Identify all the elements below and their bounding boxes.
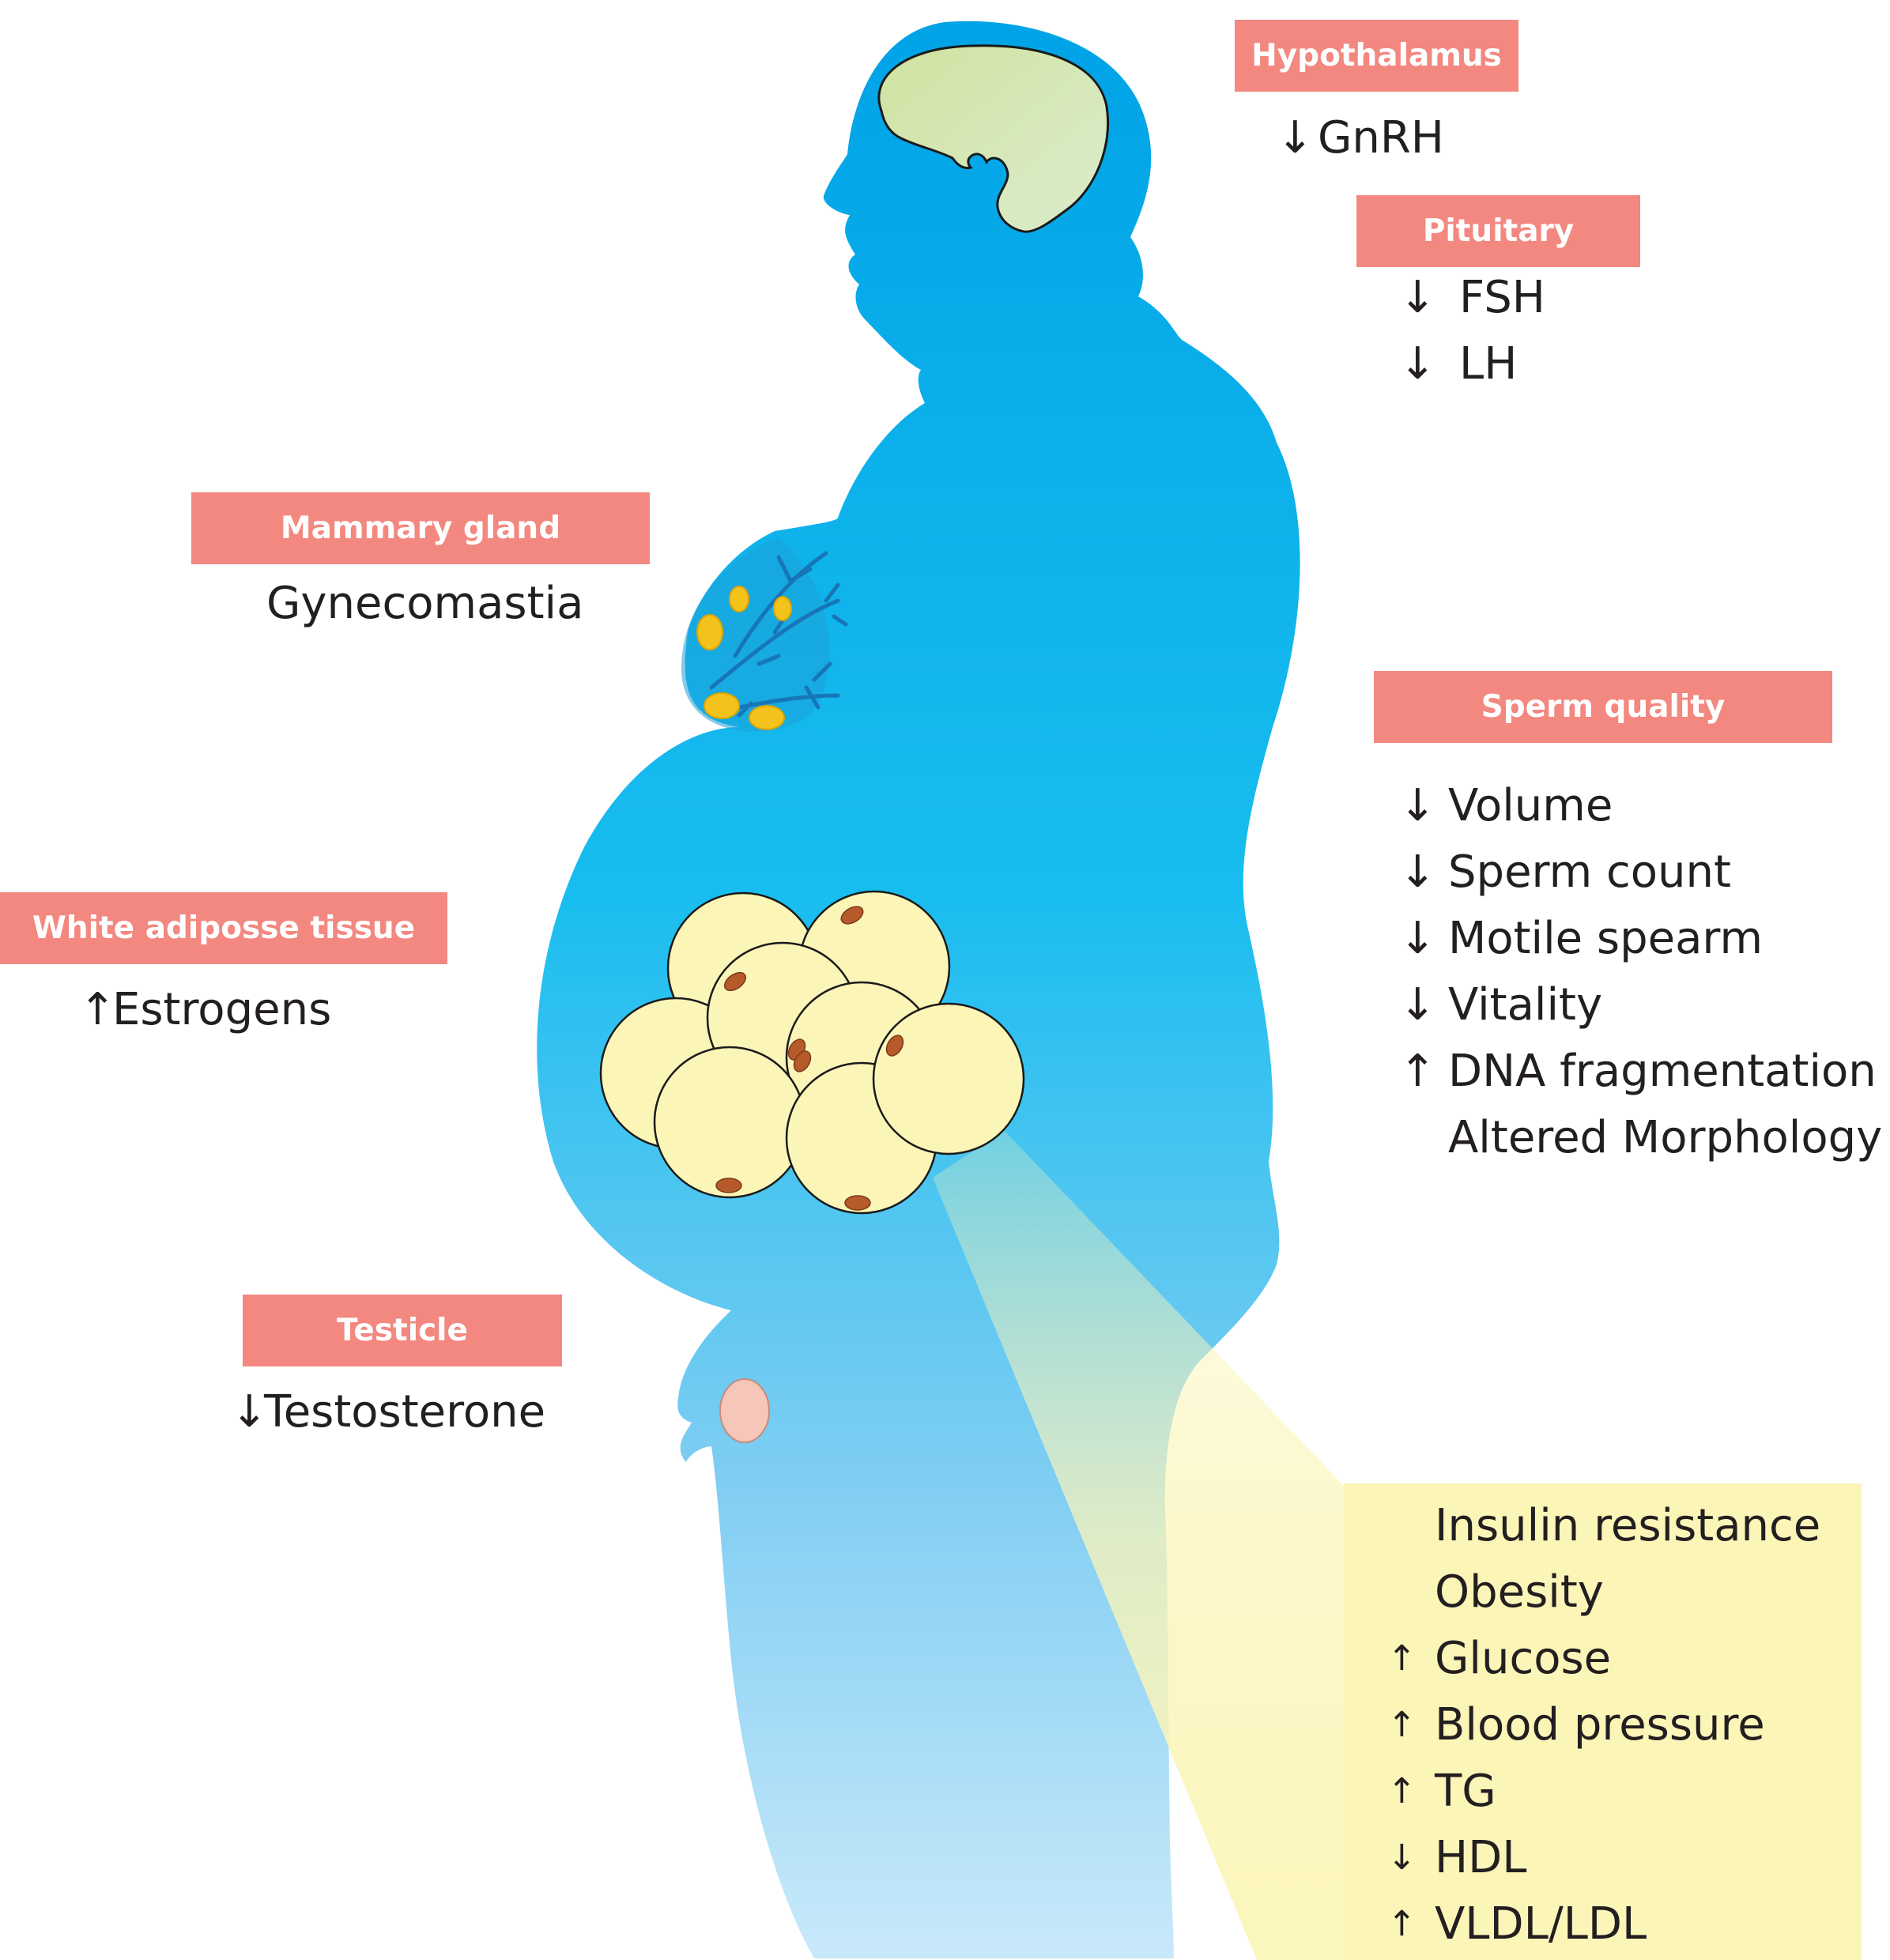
metabolic-item-glucose: ↑ Glucose — [1387, 1632, 1612, 1684]
label-hypothalamus: Hypothalamus — [1235, 20, 1518, 92]
up-arrow-icon: ↑ — [1387, 1770, 1417, 1811]
metabolic-item-hdl: ↓ HDL — [1387, 1831, 1527, 1883]
label-mammary-gland: Mammary gland — [191, 492, 650, 564]
metabolic-list: Insulin resistance Obesity ↑ Glucose ↑ B… — [1387, 1492, 1820, 1957]
sperm-item-vitality: ↓ Vitality — [1399, 978, 1603, 1031]
adipocyte-cluster-icon — [599, 890, 1025, 1215]
mammary-gland-icon — [681, 537, 848, 732]
down-arrow-icon: ↓ — [1399, 912, 1436, 964]
up-arrow-icon: ↑ — [1399, 1045, 1436, 1097]
metabolic-item-tg: ↑ TG — [1387, 1765, 1496, 1817]
hypothalamus-item-gnrh: ↓ GnRH — [1277, 111, 1444, 164]
metabolic-item-insulin: Insulin resistance — [1435, 1499, 1821, 1551]
metabolic-item-obesity: Obesity — [1435, 1566, 1604, 1618]
sperm-item-dna-fragmentation: ↑ DNA fragmentation — [1399, 1045, 1877, 1097]
down-arrow-icon: ↓ — [1387, 1837, 1417, 1878]
pituitary-list: ↓ FSH ↓ LH — [1399, 264, 1545, 397]
sperm-quality-list: ↓ Volume ↓ Sperm count ↓ Motile spearm ↓… — [1399, 772, 1882, 1170]
label-white-adipose-tissue: White adiposse tissue — [0, 892, 447, 964]
up-arrow-icon: ↑ — [79, 983, 116, 1035]
metabolic-item-blood-pressure: ↑ Blood pressure — [1387, 1698, 1765, 1751]
adipose-item-estrogens: ↑ Estrogens — [79, 983, 332, 1035]
down-arrow-icon: ↓ — [1399, 846, 1436, 898]
testicle-item-testosterone: ↓ Testosterone — [231, 1385, 546, 1438]
up-arrow-icon: ↑ — [1387, 1704, 1417, 1745]
label-pituitary: Pituitary — [1356, 195, 1640, 267]
brain-icon — [877, 44, 1110, 233]
mammary-gland-effect: Gynecomastia — [266, 578, 584, 629]
label-testicle: Testicle — [243, 1295, 562, 1366]
metabolic-syndrome-box — [1344, 1483, 1862, 1960]
up-arrow-icon: ↑ — [1387, 1903, 1417, 1944]
down-arrow-icon: ↓ — [1399, 779, 1436, 831]
sperm-item-morphology: Altered Morphology — [1448, 1111, 1883, 1163]
label-sperm-quality: Sperm quality — [1374, 671, 1832, 743]
down-arrow-icon: ↓ — [231, 1385, 268, 1438]
down-arrow-icon: ↓ — [1399, 337, 1436, 390]
down-arrow-icon: ↓ — [1399, 271, 1436, 323]
sperm-item-motile: ↓ Motile spearm — [1399, 912, 1763, 964]
sperm-item-volume: ↓ Volume — [1399, 779, 1613, 831]
testicle-icon — [719, 1378, 770, 1443]
testicle-list: ↓ Testosterone — [231, 1378, 545, 1445]
metabolic-item-vldl-ldl: ↑ VLDL/LDL — [1387, 1898, 1647, 1950]
pituitary-item-fsh: ↓ FSH — [1399, 271, 1545, 323]
white-adipose-list: ↑ Estrogens — [79, 976, 331, 1042]
down-arrow-icon: ↓ — [1277, 111, 1314, 164]
pituitary-item-lh: ↓ LH — [1399, 337, 1518, 390]
sperm-item-count: ↓ Sperm count — [1399, 846, 1731, 898]
adipocyte-nuclei — [715, 906, 904, 1211]
hypothalamus-list: ↓ GnRH — [1277, 104, 1444, 171]
magnification-beam — [933, 1130, 1344, 1960]
down-arrow-icon: ↓ — [1399, 978, 1436, 1031]
up-arrow-icon: ↑ — [1387, 1638, 1417, 1679]
